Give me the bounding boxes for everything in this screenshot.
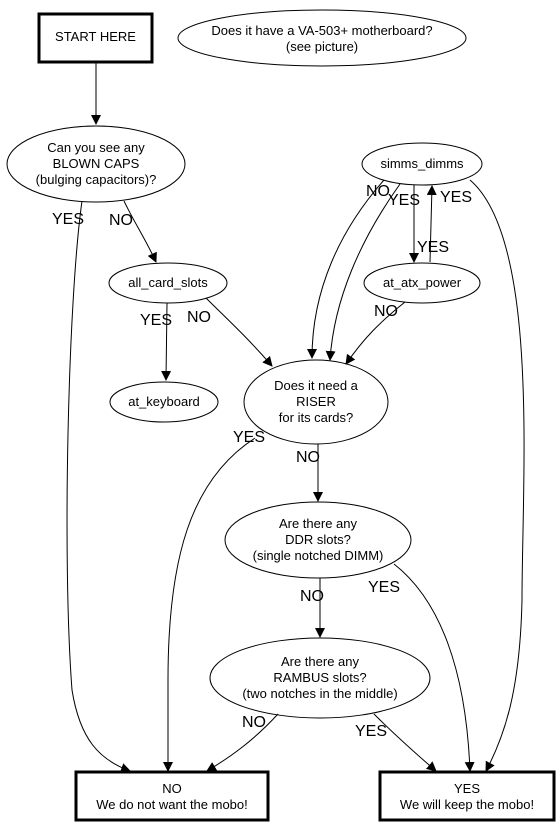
question-text-line-2: (see picture) bbox=[285, 38, 359, 54]
ddr-line-1: Are there any bbox=[278, 516, 358, 531]
edge-label-ddr-yes: YES bbox=[368, 579, 401, 596]
edge-caps-yes bbox=[66, 200, 131, 773]
edge-label-cards-no: NO bbox=[187, 309, 211, 326]
rambus-line-2: RAMBUS slots? bbox=[273, 669, 367, 685]
blown-caps-node bbox=[6, 125, 186, 203]
edge-ddr-yes bbox=[393, 563, 475, 772]
edge-label-atx-yes: YES bbox=[417, 239, 450, 256]
yes-result-line-2: We will keep the mobo! bbox=[399, 796, 535, 812]
edge-label-riser-yes: YES bbox=[233, 429, 266, 446]
rambus-node bbox=[209, 637, 431, 719]
riser-node bbox=[243, 359, 389, 445]
question-label: Does it have a VA-503+ motherboard? (see… bbox=[178, 23, 466, 55]
yes-result-line-1: YES bbox=[453, 781, 480, 796]
rambus-line-1: Are there any bbox=[280, 654, 360, 669]
start-text: START HERE bbox=[55, 29, 136, 44]
blown-caps-label: Can you see any BLOWN CAPS (bulging capa… bbox=[7, 140, 185, 188]
edge-label-simms-no: NO bbox=[366, 183, 390, 200]
edge-cards-no bbox=[205, 297, 273, 367]
edge-label-rambus-no: NO bbox=[242, 714, 266, 731]
edge-label-cards-yes: YES bbox=[140, 312, 173, 329]
edge-caps-no bbox=[123, 200, 157, 263]
blown-caps-line-1: Can you see any bbox=[47, 140, 145, 155]
simms-dimms-label: simms_dimms bbox=[362, 156, 482, 172]
no-result-node bbox=[74, 770, 270, 822]
edge-rambus-no bbox=[206, 713, 279, 772]
riser-label: Does it need a RISER for its cards? bbox=[244, 378, 388, 426]
riser-line-1: Does it need a bbox=[274, 378, 358, 393]
start-label: START HERE bbox=[39, 29, 152, 45]
edge-atx-yes bbox=[426, 185, 437, 263]
edge-simms-no bbox=[307, 179, 385, 359]
at-keyboard-node bbox=[109, 381, 219, 423]
at-keyboard-label: at_keyboard bbox=[110, 394, 218, 410]
edge-simms-yes-riser bbox=[325, 183, 401, 361]
riser-line-3: for its cards? bbox=[278, 409, 354, 425]
simms-dimms-node bbox=[361, 142, 483, 186]
ddr-line-3: (single notched DIMM) bbox=[252, 547, 384, 563]
edge-atx-no bbox=[345, 301, 406, 365]
at-atx-power-node bbox=[363, 262, 481, 304]
edge-rambus-yes bbox=[373, 713, 437, 772]
edge-riser-yes bbox=[163, 437, 256, 772]
no-result-line-2: We do not want the mobo! bbox=[96, 796, 248, 812]
at-keyboard-text: at_keyboard bbox=[128, 394, 200, 409]
rambus-label: Are there any RAMBUS slots? (two notches… bbox=[210, 654, 430, 702]
edge-label-ddr-no: NO bbox=[300, 588, 324, 605]
question-node bbox=[177, 9, 467, 67]
at-atx-power-text: at_atx_power bbox=[382, 275, 462, 290]
edge-label-caps-no: NO bbox=[109, 212, 133, 229]
all-card-slots-label: all_card_slots bbox=[109, 275, 227, 291]
at-atx-power-label: at_atx_power bbox=[364, 275, 480, 291]
edge-label-simms-yes-1: YES bbox=[388, 192, 421, 209]
no-result-label: NO We do not want the mobo! bbox=[76, 781, 268, 813]
blown-caps-line-3: (bulging capacitors)? bbox=[35, 171, 157, 187]
no-result-line-1: NO bbox=[162, 781, 182, 796]
rambus-line-3: (two notches in the middle) bbox=[242, 685, 398, 701]
yes-result-label: YES We will keep the mobo! bbox=[380, 781, 554, 813]
simms-dimms-text: simms_dimms bbox=[380, 156, 464, 171]
edge-label-rambus-yes: YES bbox=[355, 723, 388, 740]
all-card-slots-node bbox=[108, 262, 228, 304]
edge-label-simms-yes-2: YES bbox=[440, 189, 473, 206]
ddr-line-2: DDR slots? bbox=[285, 531, 351, 547]
edge-label-atx-no: NO bbox=[374, 303, 398, 320]
edge-cards-yes bbox=[161, 302, 172, 381]
question-text-line-1: Does it have a VA-503+ motherboard? bbox=[211, 23, 433, 38]
all-card-slots-text: all_card_slots bbox=[128, 275, 208, 290]
edge-label-riser-no: NO bbox=[296, 449, 320, 466]
ddr-label: Are there any DDR slots? (single notched… bbox=[225, 516, 411, 564]
edge-simms-yes-result bbox=[469, 179, 525, 772]
riser-line-2: RISER bbox=[296, 393, 336, 409]
yes-result-node bbox=[378, 770, 556, 822]
ddr-node bbox=[224, 501, 412, 579]
edge-label-caps-yes: YES bbox=[52, 211, 85, 228]
blown-caps-line-2: BLOWN CAPS bbox=[52, 155, 140, 171]
